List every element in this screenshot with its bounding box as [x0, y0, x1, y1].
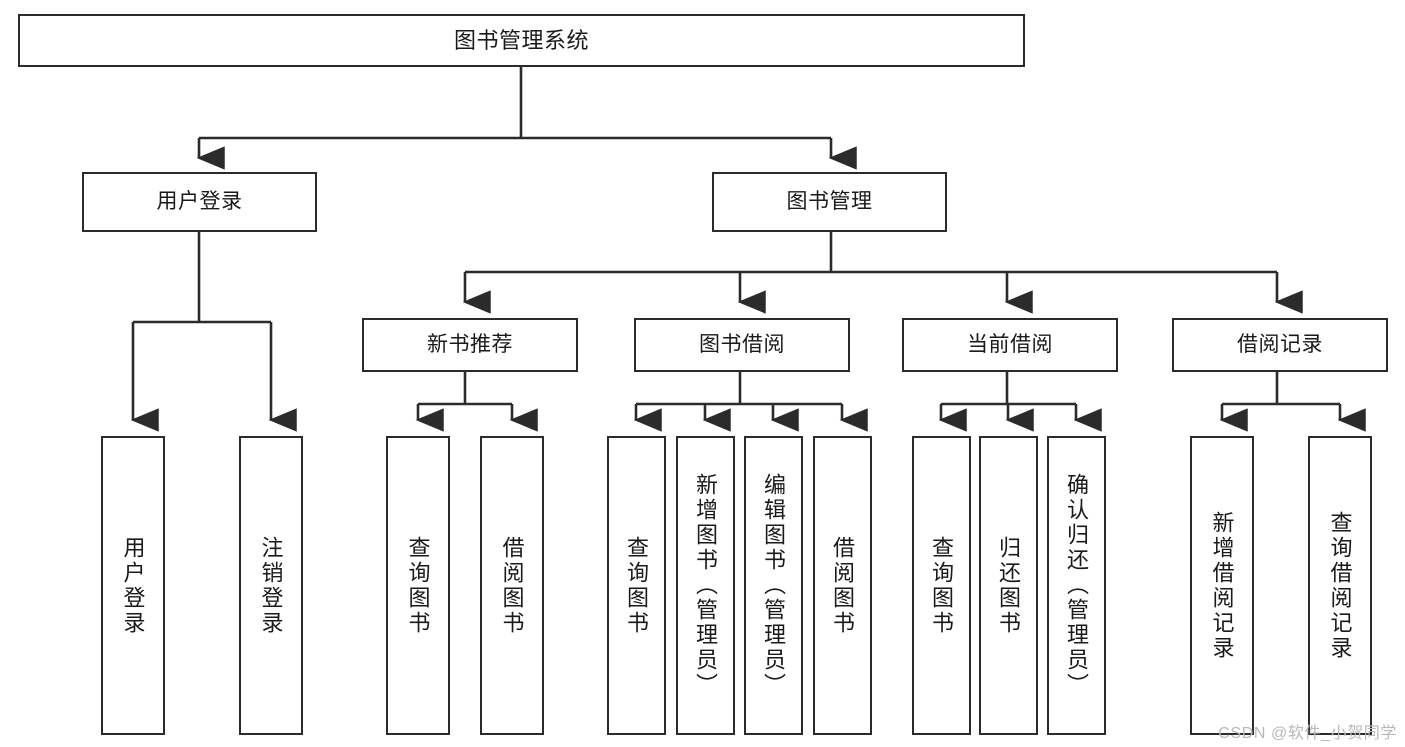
- node-label: 图书借阅: [699, 332, 785, 356]
- csdn-watermark: CSDN @软件_小贺同学: [1218, 725, 1397, 742]
- node-label: 借阅记录: [1237, 332, 1323, 356]
- node-new-book-recommend[interactable]: 新书推荐: [362, 318, 578, 372]
- node-label: 借阅图书: [499, 535, 525, 636]
- node-label: 查询借阅记录: [1327, 510, 1353, 661]
- leaf-confirm-return-admin[interactable]: 确认归还（管理员）: [1047, 436, 1106, 735]
- node-borrow-record[interactable]: 借阅记录: [1172, 318, 1388, 372]
- leaf-query-borrow-record[interactable]: 查询借阅记录: [1308, 436, 1372, 735]
- leaf-logout[interactable]: 注销登录: [239, 436, 303, 735]
- node-label: 图书管理系统: [453, 27, 589, 53]
- node-label: 当前借阅: [967, 332, 1053, 356]
- node-label: 新书推荐: [427, 332, 513, 356]
- node-label: 图书管理: [786, 189, 873, 213]
- leaf-user-login[interactable]: 用户登录: [101, 436, 165, 735]
- node-label: 编辑图书（管理员）: [761, 473, 787, 698]
- node-label: 查询图书: [929, 535, 955, 636]
- leaf-return-book[interactable]: 归还图书: [979, 436, 1038, 735]
- node-label: 借阅图书: [830, 535, 856, 636]
- node-label: 确认归还（管理员）: [1064, 473, 1090, 698]
- node-label: 用户登录: [156, 189, 243, 213]
- leaf-query-book-current[interactable]: 查询图书: [912, 436, 971, 735]
- node-label: 新增图书（管理员）: [693, 473, 719, 698]
- node-label: 新增借阅记录: [1209, 510, 1235, 661]
- node-current-borrow[interactable]: 当前借阅: [902, 318, 1118, 372]
- leaf-query-book-new[interactable]: 查询图书: [386, 436, 450, 735]
- node-book-management[interactable]: 图书管理: [712, 172, 947, 232]
- leaf-add-book-admin[interactable]: 新增图书（管理员）: [676, 436, 735, 735]
- leaf-query-book-borrow[interactable]: 查询图书: [607, 436, 666, 735]
- node-label: 查询图书: [405, 535, 431, 636]
- node-book-borrow[interactable]: 图书借阅: [634, 318, 850, 372]
- node-user-login[interactable]: 用户登录: [82, 172, 317, 232]
- leaf-borrow-book[interactable]: 借阅图书: [813, 436, 872, 735]
- node-label: 注销登录: [258, 535, 284, 636]
- node-label: 归还图书: [996, 535, 1022, 636]
- node-label: 用户登录: [120, 535, 146, 636]
- leaf-edit-book-admin[interactable]: 编辑图书（管理员）: [744, 436, 803, 735]
- leaf-add-borrow-record[interactable]: 新增借阅记录: [1190, 436, 1254, 735]
- node-label: 查询图书: [624, 535, 650, 636]
- leaf-borrow-book-new[interactable]: 借阅图书: [480, 436, 544, 735]
- node-root-system[interactable]: 图书管理系统: [18, 14, 1025, 67]
